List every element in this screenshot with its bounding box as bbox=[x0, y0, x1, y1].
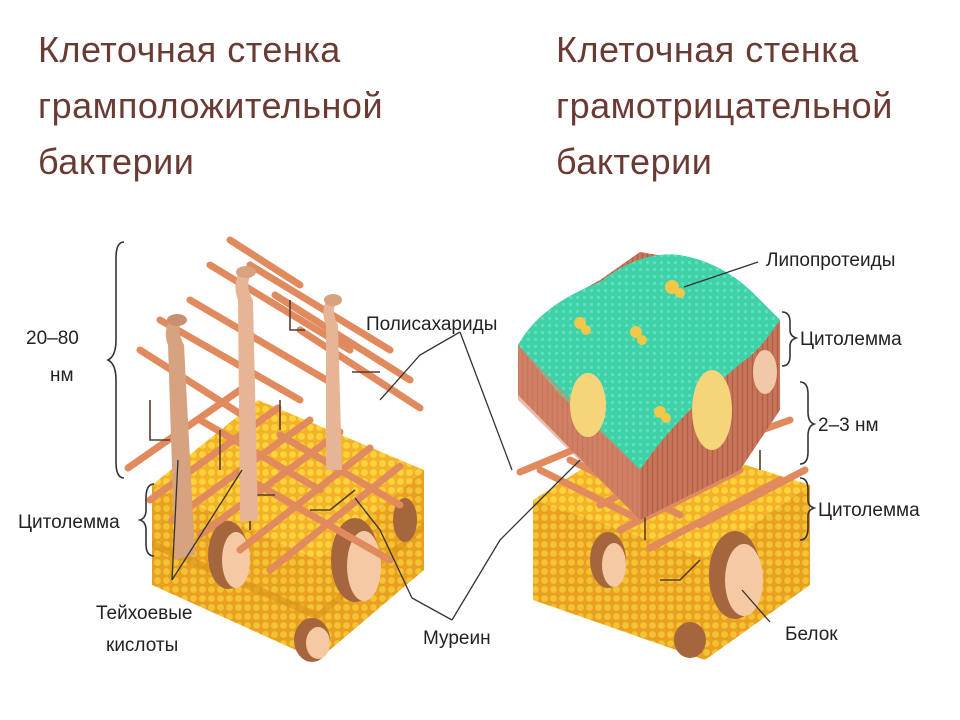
polysaccharides-label: Полисахариды bbox=[366, 314, 497, 335]
shared-leader-lines bbox=[354, 331, 581, 621]
murein-label: Муреин bbox=[423, 628, 491, 649]
teichoic-acids-label-line1: Тейхоевые bbox=[96, 603, 192, 624]
right-peptide-bridges bbox=[644, 450, 761, 581]
gap-thickness-label: 2–3 нм bbox=[818, 415, 879, 436]
teichoic-acid-columns bbox=[165, 266, 342, 560]
right-inner-cytolemma-brace bbox=[799, 477, 817, 541]
right-title: Клеточная стенка грамотрицательной бакте… bbox=[556, 29, 893, 182]
lipoprotein-markers bbox=[574, 280, 685, 423]
teichoic-acids-label-line2: кислоты bbox=[106, 635, 178, 656]
right-outer-cytolemma-label: Цитолемма bbox=[800, 329, 902, 350]
thickness-label-unit: нм bbox=[50, 365, 74, 386]
right-leader-lines bbox=[683, 261, 771, 623]
left-cytolemma-brace bbox=[137, 483, 155, 557]
right-outer-cytolemma-brace bbox=[781, 311, 799, 367]
left-wall-thickness-brace bbox=[106, 241, 125, 479]
left-cytolemma-label: Цитолемма bbox=[18, 512, 120, 533]
right-inner-cytolemma-label: Цитолемма bbox=[818, 500, 920, 521]
thickness-label-value: 20–80 bbox=[26, 328, 79, 349]
gram-negative-diagram: Липопротеиды Цитолемма 2–3 нм Цитолемма … bbox=[516, 250, 920, 660]
right-membrane-proteins bbox=[590, 531, 763, 658]
lipoproteins-label: Липопротеиды bbox=[766, 250, 895, 271]
gap-brace bbox=[799, 381, 817, 465]
gram-positive-diagram: 20–80 нм Цитолемма Тейхоевые кислоты bbox=[18, 236, 424, 662]
protein-label: Белок bbox=[785, 624, 838, 645]
left-leader-lines bbox=[171, 459, 243, 581]
left-title: Клеточная стенка грамположительной бакте… bbox=[38, 29, 384, 182]
